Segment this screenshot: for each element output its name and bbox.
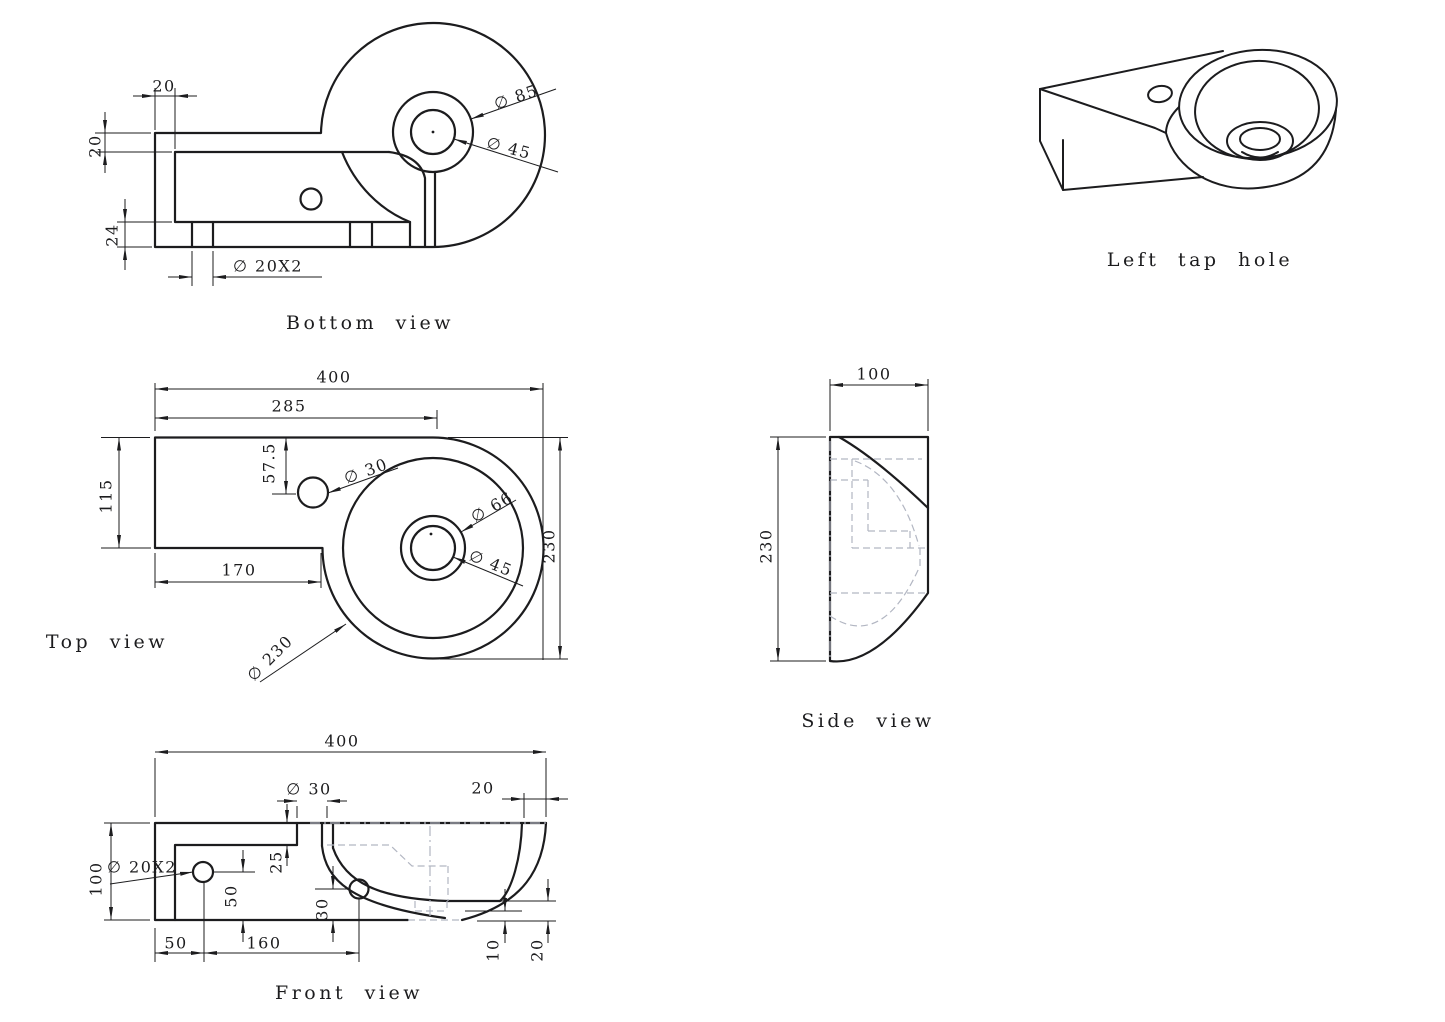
dim-text-dia45-bottom: ∅ 45 <box>485 133 534 163</box>
iso-box-front-edges <box>1062 139 1204 191</box>
dim-text-25: 25 <box>267 850 286 873</box>
dim-text-57-5: 57.5 <box>260 442 279 484</box>
leader-dia85 <box>470 88 557 120</box>
side-view: 100 230 Side view <box>757 365 934 733</box>
side-view-title: Side view <box>801 710 934 732</box>
dim-text-side-100: 100 <box>856 365 891 384</box>
dim-text-285: 285 <box>271 397 306 416</box>
dim-text-160: 160 <box>246 934 281 953</box>
dim-text-front-20t: 20 <box>471 779 494 798</box>
leader-dia66 <box>460 499 517 533</box>
bottom-drain-center-dot <box>431 130 435 134</box>
ext-lines-20-left <box>95 132 172 153</box>
front-view: 400 ∅ 30 20 100 ∅ 20X2 25 50 30 <box>87 732 568 1004</box>
top-drain-dot <box>429 532 433 536</box>
bottom-drain-hole-circle <box>409 108 457 156</box>
iso-view: Left tap hole <box>1039 48 1338 271</box>
iso-view-title: Left tap hole <box>1107 249 1293 271</box>
dim-text-front-dia20x2: ∅ 20X2 <box>107 858 177 877</box>
leader-front-dia20x2 <box>109 871 194 885</box>
dim-text-front-100: 100 <box>87 861 106 896</box>
ext-lines-top-230 <box>440 437 568 660</box>
side-hidden-lines <box>830 458 928 594</box>
dim-text-115: 115 <box>97 478 116 513</box>
leader-dia230 <box>259 623 347 683</box>
iso-rim-outer <box>1178 48 1338 160</box>
side-bowl-arc <box>837 435 930 510</box>
bottom-view: 20 20 24 ∅ 20X2 ∅ 85 ∅ 45 Bottom view <box>86 21 559 334</box>
dim-text-30v: 30 <box>313 897 332 920</box>
dim-text-10: 10 <box>484 938 503 961</box>
dim-text-dia30-top: ∅ 30 <box>341 454 390 487</box>
dim-text-front-dia30: ∅ 30 <box>286 780 331 799</box>
iso-rim-inner <box>1194 59 1320 161</box>
front-taphole-edges <box>295 821 335 850</box>
leader-dia30-top <box>327 467 399 494</box>
top-view-title: Top view <box>46 631 168 653</box>
dim-text-dia230: ∅ 230 <box>243 631 297 685</box>
iso-tap-hole <box>1147 84 1173 104</box>
ext-lines-10-20 <box>465 900 556 922</box>
bottom-view-title: Bottom view <box>286 312 454 334</box>
bottom-outline <box>153 21 547 249</box>
bottom-fixing-hole <box>299 187 323 211</box>
top-drain-inner <box>409 524 457 572</box>
bottom-channel-left <box>387 150 427 248</box>
ext-lines-bottom-dims <box>154 882 360 962</box>
front-bowl-outer-left <box>320 844 447 920</box>
dim-text-20-top: 20 <box>152 77 175 96</box>
top-drain-outer <box>399 514 467 582</box>
ext-lines-front-dia30 <box>296 806 328 818</box>
dim-text-dia45-top: ∅ 45 <box>466 546 515 581</box>
ext-lines-115 <box>101 437 151 549</box>
iso-drain-bottom-arc <box>1241 151 1279 159</box>
iso-bowl-underside <box>1165 106 1337 190</box>
bottom-drain-boss-circle <box>391 90 475 174</box>
dim-text-24: 24 <box>103 223 122 246</box>
dim-text-50v: 50 <box>222 884 241 907</box>
front-overflow-hole <box>348 878 370 900</box>
dim-text-front-400: 400 <box>324 732 359 751</box>
top-outline <box>153 436 545 660</box>
leader-dia45-top <box>452 556 524 587</box>
side-outline <box>828 435 930 663</box>
top-bowl-inner-rim <box>341 456 525 640</box>
side-hidden-arc-upper <box>854 460 920 547</box>
ext-lines-24 <box>117 221 172 248</box>
iso-drain-inner <box>1239 127 1281 151</box>
top-tap-hole <box>296 476 330 509</box>
dim-text-dia85: ∅ 85 <box>491 81 540 114</box>
dim-text-top-400: 400 <box>316 368 351 387</box>
dim-text-dia20x2: ∅ 20X2 <box>233 257 303 276</box>
dim-text-20b: 20 <box>528 938 547 961</box>
ext-lines-dia20x2 <box>191 251 214 286</box>
front-deck-underside <box>173 843 299 922</box>
front-bowl-inner-right <box>498 821 524 903</box>
leader-dia45-bottom <box>453 138 559 173</box>
dim-text-50h: 50 <box>164 934 187 953</box>
iso-box-left-edges <box>1039 88 1064 191</box>
iso-drain-outer <box>1226 121 1294 161</box>
bottom-inner-cavity <box>173 150 412 249</box>
dim-text-side-230: 230 <box>757 528 776 563</box>
front-fixing-hole <box>191 860 215 884</box>
top-view: 400 285 115 57.5 ∅ 30 ∅ 66 ∅ 45 170 230 <box>46 368 568 685</box>
bottom-mounting-slots <box>190 220 374 249</box>
dim-text-20-left: 20 <box>86 134 105 157</box>
dim-text-top-230: 230 <box>540 528 559 563</box>
ext-lines-20-top <box>154 88 176 149</box>
iso-deck-back-edge <box>1039 50 1224 90</box>
dim-text-dia66: ∅ 66 <box>468 488 517 527</box>
dim-text-170: 170 <box>221 561 256 580</box>
bottom-bowl-arc <box>340 150 412 224</box>
ext-lines-side-100 <box>829 379 929 431</box>
front-bowl-outer-right <box>460 821 548 922</box>
front-hidden-interior <box>327 844 449 912</box>
iso-deck-front-edge <box>1039 88 1167 134</box>
ext-lines-top-400 <box>154 383 544 660</box>
ext-lines-front-400 <box>154 758 547 817</box>
front-view-title: Front view <box>275 982 423 1004</box>
side-hidden-arc-lower <box>829 567 920 627</box>
